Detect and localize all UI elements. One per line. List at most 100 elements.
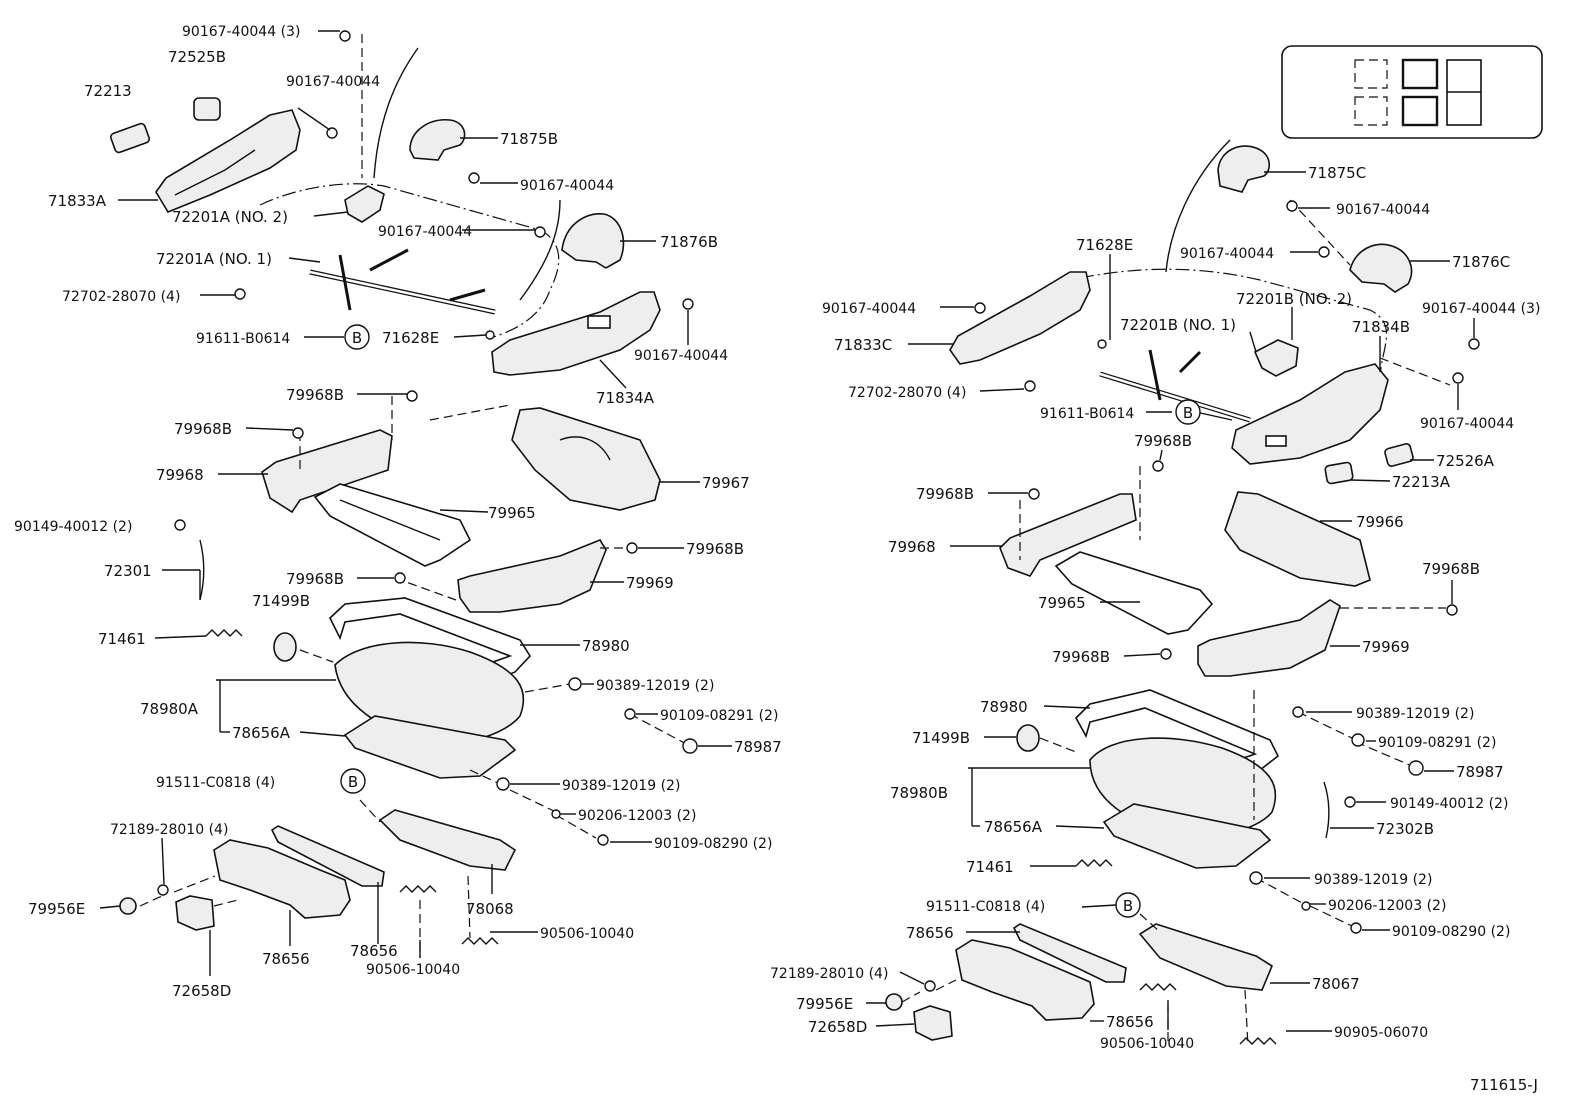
right-part-labels: 71875C 90167-40044 71628E 90167-40044 71… — [770, 164, 1540, 1052]
part-label: 71834B — [1352, 318, 1410, 336]
callout-b-letter: B — [352, 329, 362, 347]
part-label: 79956E — [796, 995, 853, 1013]
part-label: 79968B — [174, 420, 232, 438]
part-label: 90389-12019 (2) — [1356, 706, 1474, 722]
part-label: 90167-40044 (3) — [1422, 301, 1540, 317]
part-label: 90506-10040 — [1100, 1036, 1194, 1052]
part-label: 72201A (NO. 1) — [156, 250, 272, 268]
part-72526A — [1384, 443, 1414, 467]
part-90506-10040-spring-b — [461, 937, 499, 945]
part-label: 71876C — [1452, 253, 1510, 271]
part-72201A-no2 — [344, 185, 385, 223]
part-72213 — [109, 122, 151, 154]
part-label: 91511-C0818 (4) — [156, 775, 275, 791]
part-71875B — [409, 119, 466, 161]
part-label: 90167-40044 — [634, 348, 728, 364]
part-label: 78980 — [980, 698, 1028, 716]
part-label: 79966 — [1356, 513, 1404, 531]
part-label: 90389-12019 (2) — [1314, 872, 1432, 888]
seat-locator-icon — [1281, 45, 1543, 139]
part-label: 71628E — [1076, 236, 1133, 254]
part-label: 79968 — [156, 466, 204, 484]
part-label: 78656A — [232, 724, 291, 742]
part-79965-right — [1054, 551, 1214, 635]
part-71834A — [491, 291, 661, 376]
part-label: 78980A — [140, 700, 199, 718]
part-label: 90389-12019 (2) — [596, 678, 714, 694]
part-label: 79968B — [286, 570, 344, 588]
part-71833A — [155, 109, 301, 213]
part-label: 90167-40044 — [1420, 416, 1514, 432]
part-72658D-left — [175, 895, 215, 931]
part-79956E-left — [119, 897, 137, 915]
part-label: 72213A — [1392, 473, 1451, 491]
part-label: 71628E — [382, 329, 439, 347]
part-label: 71461 — [98, 630, 146, 648]
part-78656A-right — [1102, 803, 1272, 869]
part-label: 78656 — [906, 924, 954, 942]
part-label: 78068 — [466, 900, 514, 918]
callout-b-circle — [1115, 892, 1141, 918]
part-78656-right-a — [1012, 923, 1127, 983]
part-label: 71833C — [834, 336, 892, 354]
part-label: 78980B — [890, 784, 948, 802]
part-label: 90109-08291 (2) — [1378, 735, 1496, 751]
part-label: 72189-28010 (4) — [770, 966, 888, 982]
part-label: 90167-40044 — [520, 178, 614, 194]
part-90506-10040-spring-a — [399, 885, 437, 893]
part-label: 79968B — [1052, 648, 1110, 666]
part-label: 72302B — [1376, 820, 1434, 838]
part-78656-left-a — [213, 839, 351, 919]
callout-b-letter: B — [1123, 897, 1133, 915]
part-72213A — [1324, 461, 1354, 485]
part-71876C — [1349, 243, 1413, 293]
part-label: 90905-06070 — [1334, 1025, 1428, 1041]
part-label: 79969 — [1362, 638, 1410, 656]
part-label: 72702-28070 (4) — [848, 385, 966, 401]
part-79968-right — [999, 493, 1137, 577]
part-71834B — [1231, 363, 1389, 465]
part-label: 91511-C0818 (4) — [926, 899, 1045, 915]
part-79969-left — [457, 539, 607, 613]
part-72658D-right — [913, 1005, 953, 1041]
part-label: 71499B — [252, 592, 310, 610]
part-label: 90167-40044 — [1336, 202, 1430, 218]
diagram-id: 711615-J — [1470, 1076, 1538, 1094]
part-78067 — [1138, 923, 1273, 991]
part-label: 79967 — [702, 474, 750, 492]
part-label: 71461 — [966, 858, 1014, 876]
part-label: 79968B — [686, 540, 744, 558]
part-label: 79968B — [286, 386, 344, 404]
part-72525B — [193, 97, 221, 121]
callout-letters: B B B B — [348, 329, 1193, 915]
part-label: 90167-40044 (3) — [182, 24, 300, 40]
right-seat-assembly — [866, 139, 1480, 1047]
part-79968-left — [261, 429, 393, 514]
part-label: 72201B (NO. 2) — [1236, 290, 1352, 308]
part-label: 71876B — [660, 233, 718, 251]
callout-b-circle — [344, 324, 370, 350]
part-label: 72189-28010 (4) — [110, 822, 228, 838]
callout-b-letter: B — [348, 773, 358, 791]
part-78656A-left — [343, 715, 517, 779]
part-label: 79968B — [1422, 560, 1480, 578]
part-label: 72525B — [168, 48, 226, 66]
part-72201B-no2 — [1253, 339, 1299, 377]
part-label: 79968B — [916, 485, 974, 503]
callout-b-circle — [340, 768, 366, 794]
part-label: 78656 — [1106, 1013, 1154, 1031]
left-seat-assembly — [99, 30, 732, 976]
part-label: 71875B — [500, 130, 558, 148]
part-71833C — [949, 271, 1091, 365]
part-label: 72702-28070 (4) — [62, 289, 180, 305]
part-label: 72201B (NO. 1) — [1120, 316, 1236, 334]
part-label: 71499B — [912, 729, 970, 747]
part-label: 78980 — [582, 637, 630, 655]
part-71875C — [1217, 145, 1271, 193]
part-label: 78656 — [262, 950, 310, 968]
part-label: 71833A — [48, 192, 107, 210]
part-label: 90167-40044 — [286, 74, 380, 90]
part-label: 90206-12003 (2) — [578, 808, 696, 824]
part-label: 90149-40012 (2) — [1390, 796, 1508, 812]
part-label: 79968B — [1134, 432, 1192, 450]
